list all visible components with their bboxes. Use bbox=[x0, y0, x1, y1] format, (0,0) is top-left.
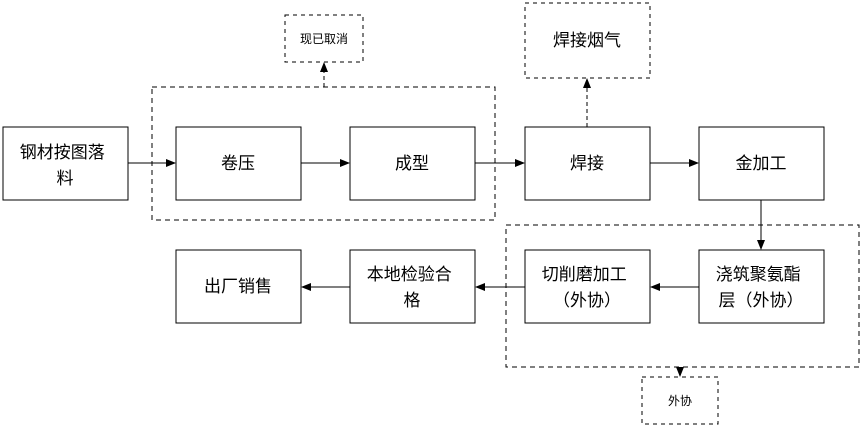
note-outsourced-box bbox=[641, 376, 719, 425]
svg-text:出厂销售: 出厂销售 bbox=[204, 277, 272, 297]
node-rolling: 卷压 bbox=[175, 126, 302, 201]
svg-text:焊接: 焊接 bbox=[570, 154, 604, 174]
node-grinding: 切削磨加工 （外协） bbox=[524, 249, 651, 324]
node-sale: 出厂销售 bbox=[175, 249, 302, 324]
node-polyurethane-casting: 浇筑聚氨酯 层（外协） bbox=[698, 249, 825, 324]
node-steel-cutting: 钢材按图落 料 bbox=[2, 126, 129, 201]
note-fumes-label: 焊接烟气 bbox=[553, 31, 621, 51]
svg-text:切削磨加工 （外协）: 切削磨加工 （外协） bbox=[542, 265, 632, 311]
svg-text:本地检验合 格: 本地检验合 格 bbox=[367, 265, 457, 311]
note-fumes-box bbox=[524, 2, 651, 79]
node-machining: 金加工 bbox=[698, 126, 825, 201]
svg-text:金加工: 金加工 bbox=[736, 154, 787, 174]
svg-text:成型: 成型 bbox=[395, 154, 429, 174]
svg-text:卷压: 卷压 bbox=[221, 154, 255, 174]
svg-text:浇筑聚氨酯 层（外协）: 浇筑聚氨酯 层（外协） bbox=[716, 265, 806, 311]
note-cancelled-label: 现已取消 bbox=[300, 32, 348, 46]
svg-text:钢材按图落 料: 钢材按图落 料 bbox=[20, 143, 110, 189]
node-inspection: 本地检验合 格 bbox=[349, 249, 476, 324]
node-forming: 成型 bbox=[349, 126, 476, 201]
note-outsourced-label: 外协 bbox=[668, 393, 692, 408]
node-welding: 焊接 bbox=[524, 126, 651, 201]
outsourced-group-border bbox=[505, 224, 860, 368]
